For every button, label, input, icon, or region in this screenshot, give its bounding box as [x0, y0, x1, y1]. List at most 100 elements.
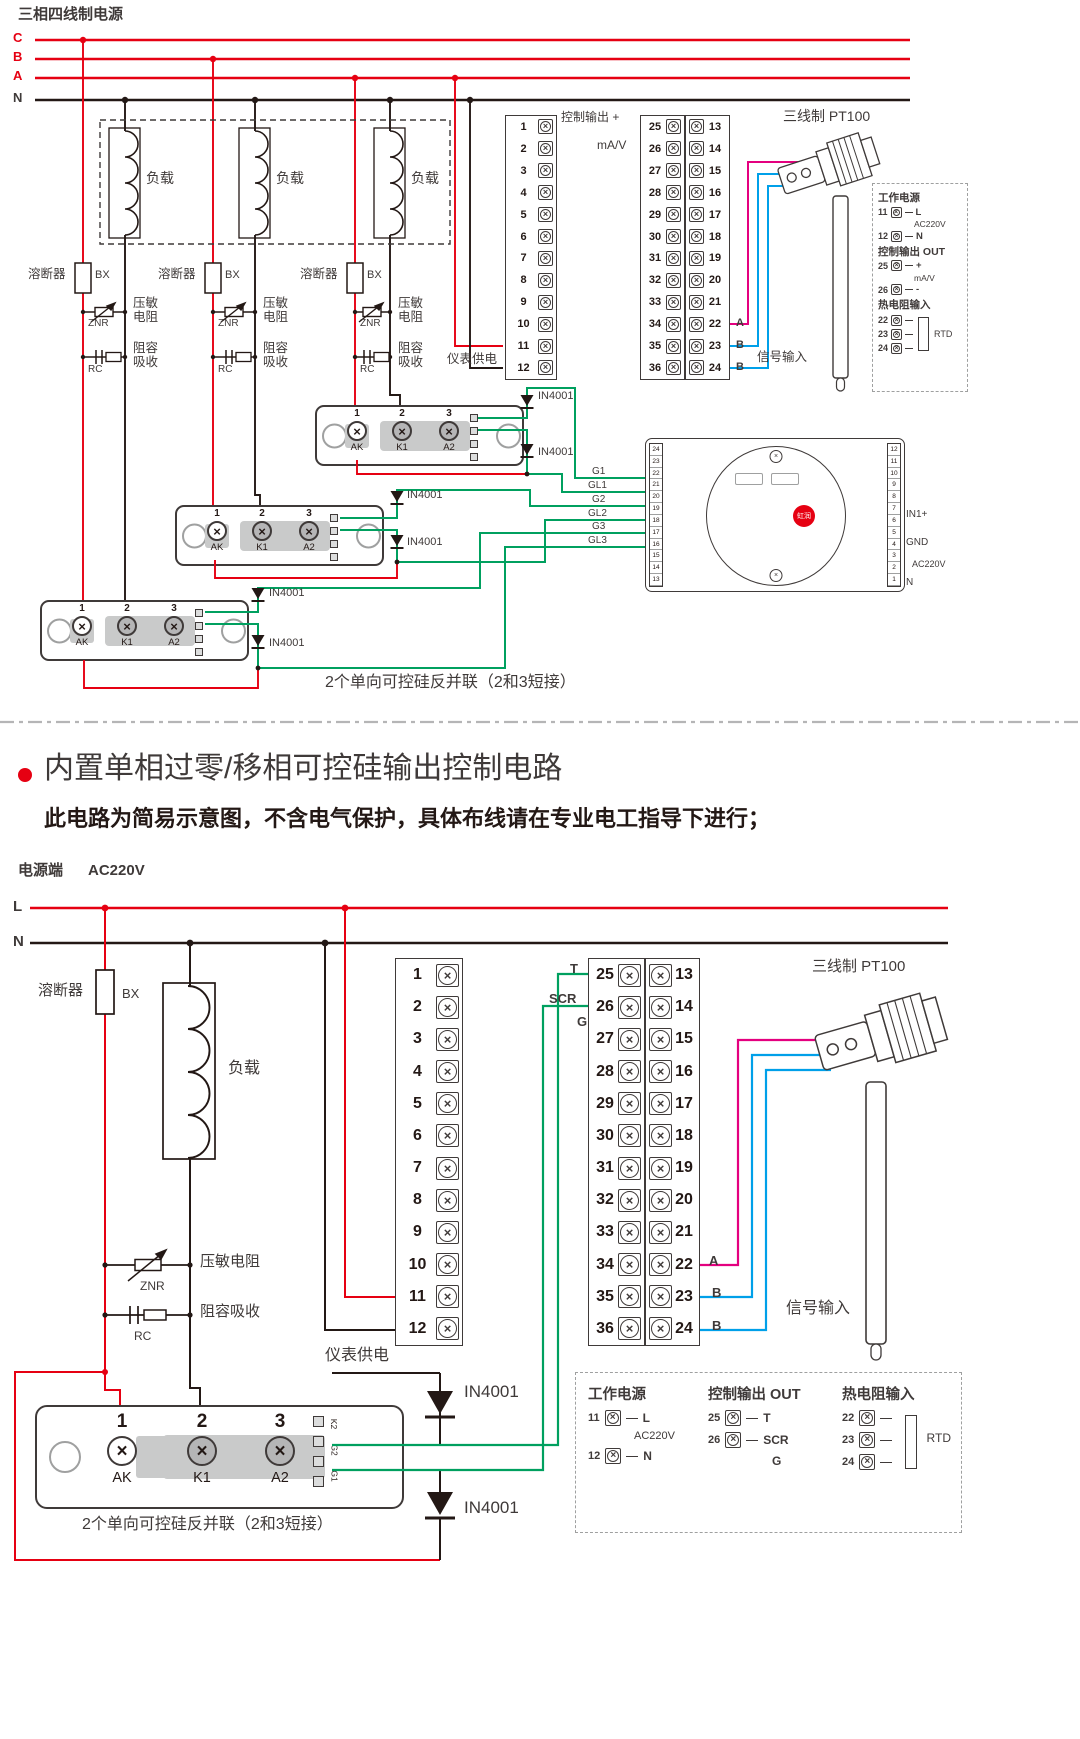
- terminal-number: 17: [675, 1094, 693, 1112]
- screw-terminal-icon: [117, 616, 137, 636]
- diode-label: IN4001: [464, 1382, 519, 1401]
- rc-label: 阻容吸收: [263, 341, 289, 369]
- terminal-number: 27: [648, 164, 662, 177]
- module-terminal: 2K1: [388, 408, 416, 462]
- terminal-number: 22: [650, 468, 662, 480]
- varistor-label: 压敏电阻: [133, 296, 159, 324]
- screw-terminal-icon: [649, 1027, 672, 1051]
- screw-terminal-icon: [538, 207, 553, 223]
- screw-terminal-icon: [689, 294, 704, 310]
- pin-label: A2: [443, 442, 455, 453]
- terminal-number: 24: [708, 362, 722, 375]
- screw-terminal-icon: [436, 1124, 459, 1148]
- terminal-number: 36: [596, 1319, 614, 1337]
- terminal-number: 21: [650, 479, 662, 492]
- module-terminal: 2K1: [113, 603, 141, 657]
- screw-terminal-icon: [666, 272, 681, 288]
- screw-terminal-icon: [538, 250, 553, 266]
- screw-terminal-icon: [604, 1410, 621, 1426]
- screw-terminal-icon: [891, 230, 903, 242]
- terminal-number: 23: [650, 456, 662, 468]
- screw-terminal-icon: [265, 1436, 295, 1466]
- fuse-code: BX: [225, 269, 240, 281]
- terminal-number: 18: [650, 515, 662, 527]
- fuse-code: BX: [95, 269, 110, 281]
- panel-heading: 热电阻输入: [878, 299, 931, 311]
- terminal-number: 5: [888, 527, 900, 539]
- terminal-number: 36: [648, 362, 662, 375]
- scr-module-bottom: 1AK 2K1 3A2 K2 G2 G1: [35, 1405, 404, 1509]
- diode-label: IN4001: [407, 536, 443, 548]
- rc-label: 阻容吸收: [133, 341, 159, 369]
- terminal-number: 6: [520, 230, 527, 243]
- n-label: N: [906, 577, 914, 588]
- scr-label: SCR: [549, 991, 577, 1006]
- screw-terminal-icon: [666, 338, 681, 354]
- terminal-number: 33: [648, 296, 662, 309]
- block-bottom-mid-screws: [618, 959, 641, 1345]
- terminal-number: 20: [708, 274, 722, 287]
- block-top-right-screws: [689, 116, 704, 379]
- terminal-number: 5: [413, 1094, 422, 1112]
- bullet-icon: [18, 768, 32, 782]
- screw-terminal-icon: [666, 119, 681, 135]
- terminal-number: 8: [413, 1191, 422, 1209]
- gate-pin-label: G1: [329, 1470, 340, 1482]
- screw-terminal-icon: [618, 1285, 641, 1309]
- screw-terminal-icon: [649, 1156, 672, 1180]
- load-label: 负载: [411, 170, 439, 186]
- terminal-number: 13: [675, 966, 693, 984]
- screw-terminal-icon: [891, 260, 903, 271]
- controller-body: 虹润: [706, 446, 846, 586]
- screw-terminal-icon: [689, 119, 704, 135]
- varistor-label: 压敏电阻: [200, 1253, 261, 1270]
- terminal-number: 14: [675, 998, 693, 1016]
- phase-label-c: C: [13, 30, 23, 45]
- screw-terminal-icon: [689, 272, 704, 288]
- terminal-number: 11: [409, 1287, 426, 1305]
- terminal-number: 6: [888, 515, 900, 527]
- terminal-number: 33: [596, 1223, 614, 1241]
- screw-terminal-icon: [890, 206, 902, 218]
- rc-code: RC: [88, 364, 103, 375]
- rc-label: 阻容吸收: [200, 1303, 261, 1320]
- gate-terminal-strip: [195, 609, 203, 656]
- screw-terminal-icon: [649, 963, 672, 987]
- in1-label: IN1+: [906, 509, 928, 520]
- terminal-number: 5: [520, 208, 527, 221]
- panel-heading: 控制输出 OUT: [878, 245, 946, 258]
- screw-terminal-icon: [689, 207, 704, 223]
- rtd-resistor-symbol: [905, 1415, 917, 1469]
- line-label-n: N: [13, 933, 24, 950]
- signal-input-label: 信号输入: [786, 1300, 851, 1317]
- terminal-number: 8: [520, 274, 527, 287]
- terminal-number: 6: [413, 1126, 422, 1144]
- screw-terminal-icon: [859, 1410, 876, 1426]
- terminal-number: 14: [650, 562, 662, 575]
- terminal-number: 34: [648, 318, 662, 331]
- screw-terminal-icon: [649, 1092, 672, 1116]
- terminal-number: 3: [446, 408, 452, 419]
- terminal-number: 24: [650, 444, 662, 456]
- pin-label: K1: [396, 442, 408, 453]
- screw-terminal-icon: [666, 141, 681, 157]
- screw-terminal-icon: [164, 616, 184, 636]
- block-bottom-right-screws: [649, 959, 672, 1345]
- terminal-number: 1: [888, 574, 900, 586]
- screw-terminal-icon: [436, 995, 459, 1019]
- screw-terminal-icon: [618, 1317, 641, 1341]
- panel-heading: 控制输出 OUT: [708, 1387, 801, 1403]
- rtd-wire-a-bottom: [700, 1038, 826, 1267]
- diode-label: IN4001: [407, 489, 443, 501]
- terminal-number: 15: [675, 1030, 693, 1048]
- varistor-code: ZNR: [140, 1279, 165, 1293]
- screw-terminal-icon: [649, 1124, 672, 1148]
- terminal-number: 32: [596, 1191, 614, 1209]
- terminal-number: 10: [517, 318, 530, 331]
- mounting-hole-icon: [182, 523, 207, 548]
- screw-terminal-icon: [891, 342, 903, 354]
